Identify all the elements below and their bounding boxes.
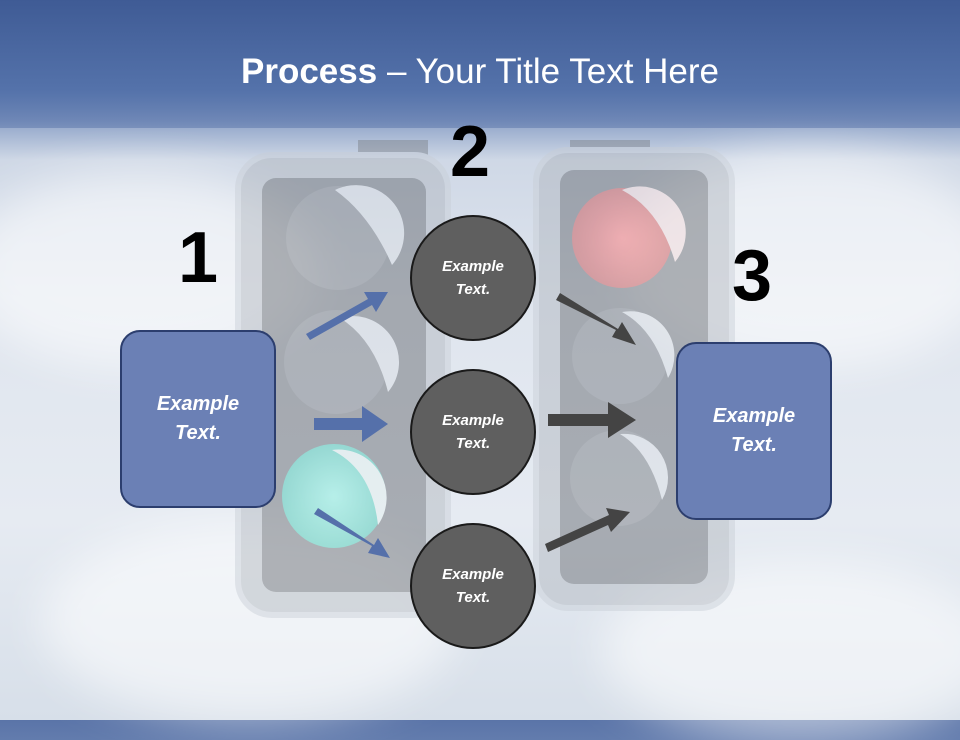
title-band — [0, 0, 960, 128]
step-number-1: 1 — [178, 218, 219, 298]
dark-arrow-right — [548, 402, 636, 438]
left-box-line1: Example — [156, 393, 240, 415]
step-number-3: 3 — [732, 236, 773, 316]
title-rest: – Your Title Text Here — [377, 52, 719, 91]
circle-bottom-line2: Text. — [455, 589, 491, 606]
circle-middle-line1: Example — [442, 412, 504, 429]
cloud-shape — [40, 520, 460, 720]
left-box-line2: Text. — [175, 422, 221, 444]
cloud-shape — [600, 560, 960, 740]
circle-top-line2: Text. — [455, 281, 491, 298]
blue-arrow-up — [306, 292, 388, 340]
step-number-2: 2 — [450, 112, 491, 192]
right-box-line1: Example — [712, 405, 796, 427]
left-traffic-light — [235, 140, 451, 618]
blue-arrow-down — [314, 508, 390, 558]
dark-arrow-up — [545, 508, 630, 552]
circle-middle-line2: Text. — [455, 435, 491, 452]
dark-arrow-down — [556, 293, 636, 345]
right-box-line2: Text. — [731, 434, 777, 456]
slide-title: Process – Your Title Text Here — [0, 52, 960, 92]
cloud-shape — [620, 150, 960, 370]
title-bold: Process — [241, 52, 378, 91]
circle-bottom-line1: Example — [442, 566, 504, 583]
circle-top-line1: Example — [442, 258, 504, 275]
blue-arrow-right — [314, 406, 388, 442]
